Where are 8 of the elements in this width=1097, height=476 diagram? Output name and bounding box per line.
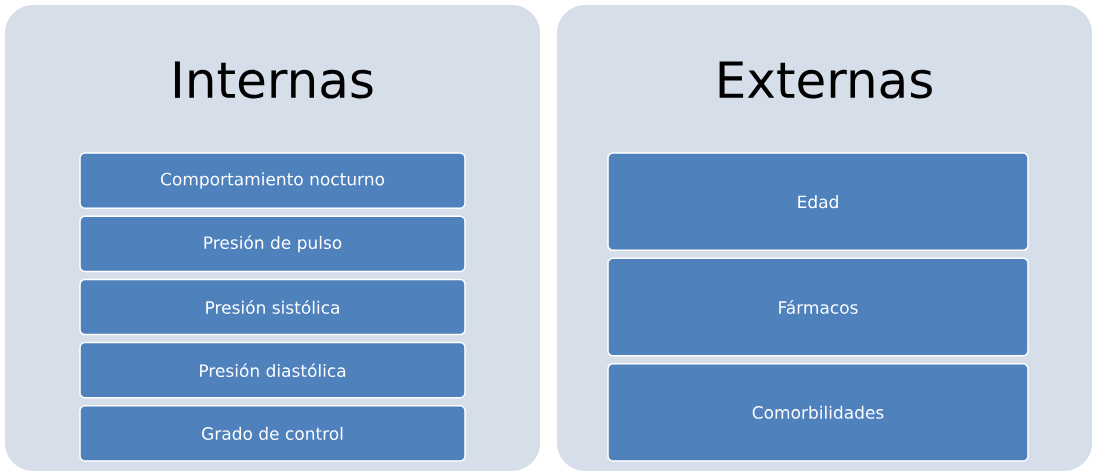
category-box: Edad [607, 152, 1029, 252]
category-box: Comportamiento nocturno [79, 152, 466, 209]
category-box: Presión diastólica [79, 341, 466, 399]
category-box: Comorbilidades [607, 362, 1029, 462]
category-box: Grado de control [79, 405, 466, 462]
category-box: Presión de pulso [79, 215, 466, 273]
category-box: Presión sistólica [79, 278, 466, 336]
category-box: Fármacos [607, 257, 1029, 357]
